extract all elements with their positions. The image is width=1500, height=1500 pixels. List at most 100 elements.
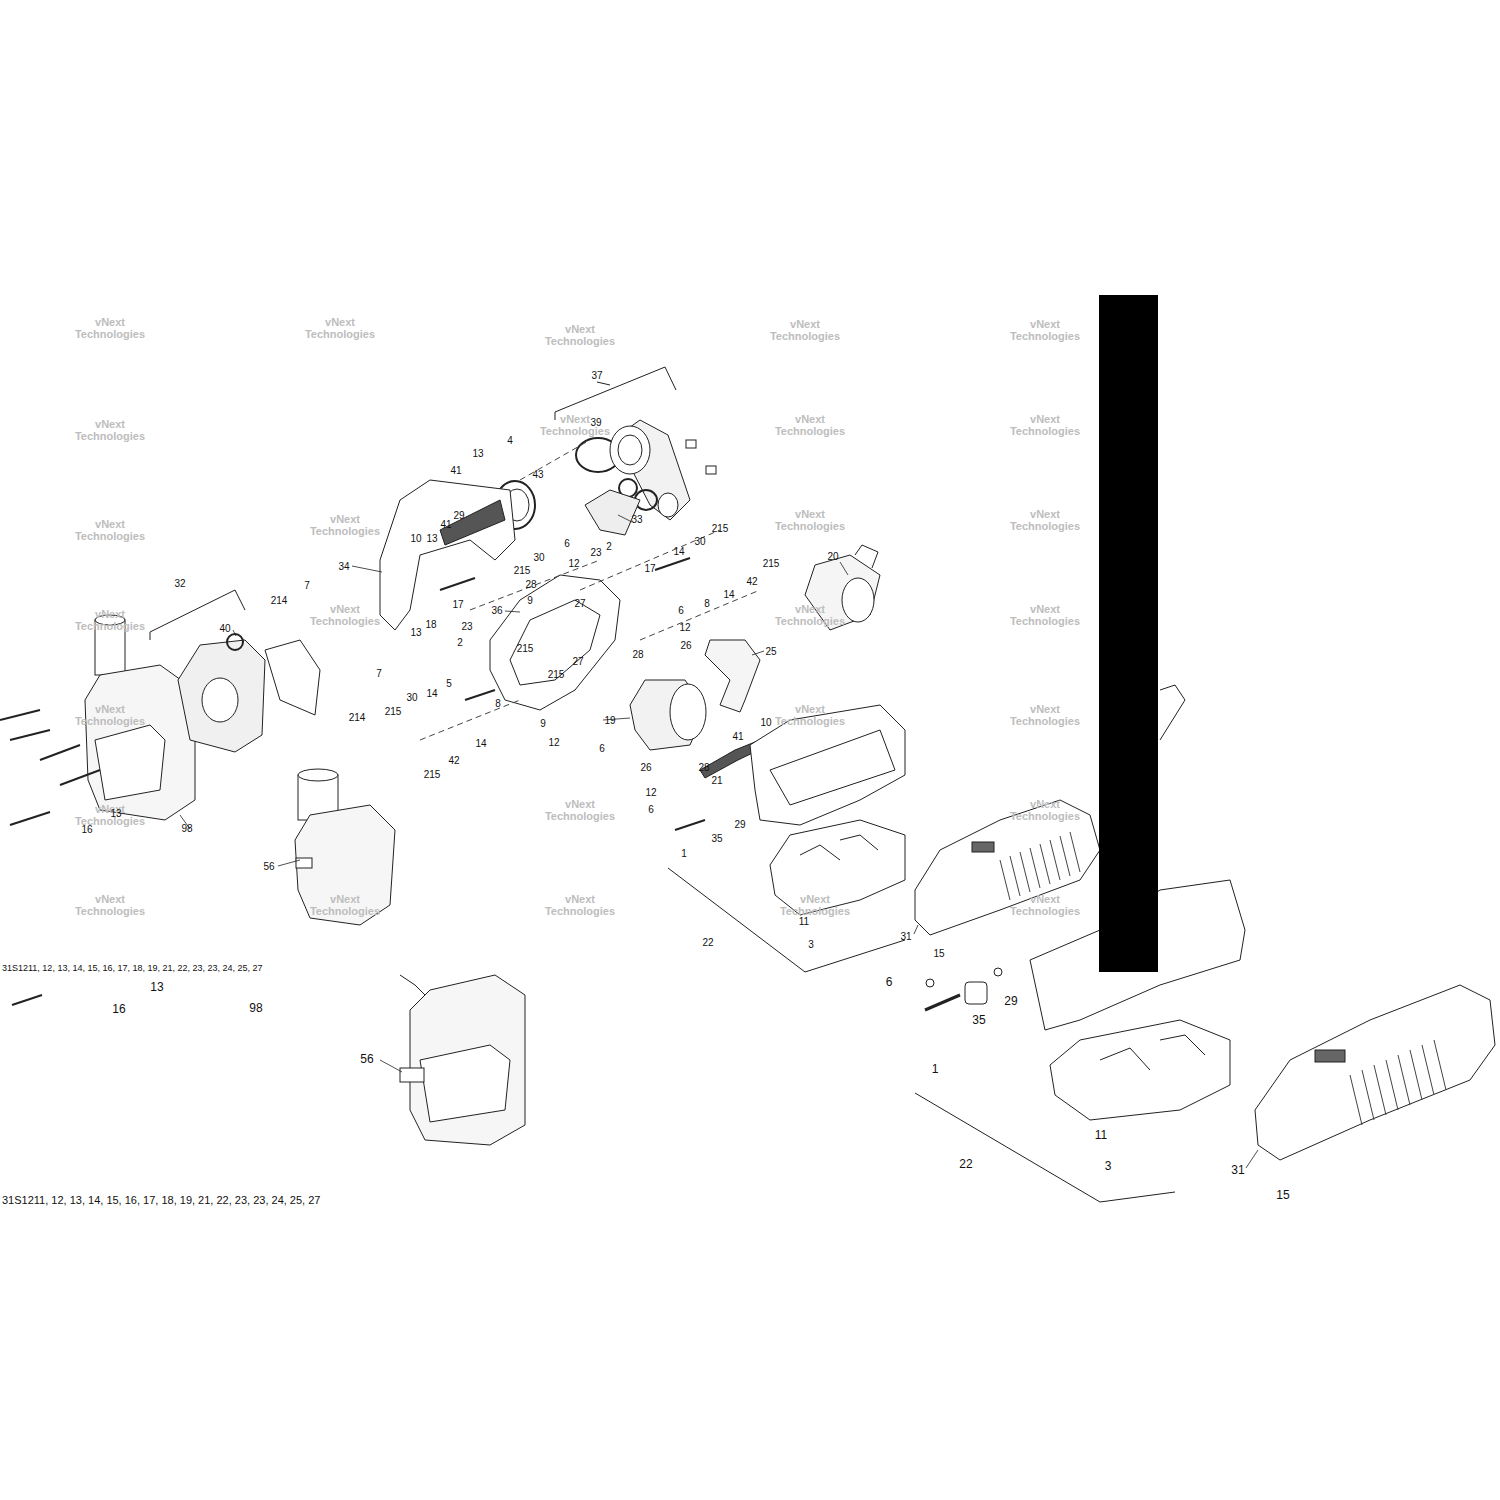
callout-number: 215	[712, 523, 729, 534]
part-outline	[420, 700, 520, 740]
watermark: vNext Technologies	[538, 893, 622, 917]
part-outline	[686, 440, 696, 448]
callout-number: 6	[599, 743, 605, 754]
callout-number: 215	[517, 643, 534, 654]
watermark: vNext Technologies	[768, 703, 852, 727]
part-outline	[400, 1068, 424, 1082]
callout-number: 34	[338, 561, 349, 572]
callout-number: 5	[446, 678, 452, 689]
callout-number: 30	[533, 552, 544, 563]
callout-number: 31	[1231, 1164, 1244, 1177]
callout-number: 23	[461, 621, 472, 632]
callout-number: 33	[631, 514, 642, 525]
callout-number: 215	[548, 669, 565, 680]
part-outline	[915, 1093, 1175, 1202]
callout-number: 3	[1105, 1160, 1112, 1173]
part-outline	[610, 426, 650, 474]
callout-number: 13	[472, 448, 483, 459]
callout-number: 14	[723, 589, 734, 600]
callout-number: 9	[527, 595, 533, 606]
callout-number: 1	[932, 1063, 939, 1076]
black-bar	[1099, 295, 1158, 972]
part-outline	[925, 995, 960, 1010]
callout-number: 12	[568, 558, 579, 569]
part-outline	[1000, 860, 1010, 900]
callout-number: 6	[886, 976, 893, 989]
watermark: vNext Technologies	[303, 893, 387, 917]
watermark: vNext Technologies	[538, 798, 622, 822]
callout-number: 14	[475, 738, 486, 749]
callout-number: 21	[711, 775, 722, 786]
part-outline	[10, 812, 50, 825]
watermark: vNext Technologies	[1003, 893, 1087, 917]
callout-number: 13	[110, 808, 121, 819]
part-outline	[265, 640, 320, 715]
callout-number: 6	[648, 804, 654, 815]
part-outline	[1422, 1045, 1434, 1095]
part-outline	[840, 562, 848, 575]
part-outline	[555, 367, 676, 420]
watermark: vNext Technologies	[1003, 318, 1087, 342]
callout-number: 19	[604, 715, 615, 726]
callout-number: 13	[410, 627, 421, 638]
callout-number: 56	[360, 1053, 373, 1066]
part-outline	[296, 858, 312, 868]
watermark: vNext Technologies	[533, 413, 617, 437]
callout-number: 12	[548, 737, 559, 748]
callout-number: 20	[827, 551, 838, 562]
part-outline	[85, 665, 195, 820]
callout-number: 1	[681, 848, 687, 859]
callout-number: 26	[640, 762, 651, 773]
callout-number: 2	[457, 637, 463, 648]
part-outline	[972, 842, 994, 852]
watermark: vNext Technologies	[303, 513, 387, 537]
callout-number: 6	[564, 538, 570, 549]
part-outline	[675, 820, 705, 830]
part-outline	[295, 805, 395, 925]
part-outline	[1386, 1060, 1398, 1110]
callout-number: 40	[219, 623, 230, 634]
part-outline	[420, 1045, 510, 1122]
part-outline	[618, 435, 642, 465]
part-outline	[505, 611, 520, 612]
part-outline	[1434, 1040, 1446, 1090]
watermark: vNext Technologies	[68, 803, 152, 827]
callout-number: 7	[376, 668, 382, 679]
callout-number: 12	[679, 622, 690, 633]
callout-number: 31	[900, 931, 911, 942]
callout-number: 27	[574, 598, 585, 609]
part-outline	[597, 382, 610, 385]
callout-number: 22	[959, 1158, 972, 1171]
part-outline	[380, 480, 515, 630]
part-outline	[706, 466, 716, 474]
part-outline	[1000, 832, 1080, 900]
part-outline	[585, 490, 640, 535]
callout-number: 25	[765, 646, 776, 657]
watermark: vNext Technologies	[773, 893, 857, 917]
part-outline	[668, 868, 905, 972]
part-outline	[1315, 1050, 1345, 1062]
callout-number: 8	[495, 698, 501, 709]
part-outline	[926, 979, 934, 987]
watermark: vNext Technologies	[768, 603, 852, 627]
part-outline	[1050, 840, 1060, 880]
callout-number: 27	[572, 656, 583, 667]
callout-number: 12	[645, 787, 656, 798]
callout-number: 28	[525, 579, 536, 590]
part-outline	[770, 730, 895, 805]
part-outline	[1160, 685, 1185, 740]
callout-number: 28	[632, 649, 643, 660]
part-outline	[60, 770, 100, 785]
part-outline	[470, 560, 600, 610]
callout-number: 30	[694, 536, 705, 547]
part-outline	[0, 710, 40, 720]
callout-number: 16	[81, 824, 92, 835]
callout-number: 215	[385, 706, 402, 717]
part-list-note: 31S1211, 12, 13, 14, 15, 16, 17, 18, 19,…	[2, 964, 263, 974]
callout-number: 98	[249, 1002, 262, 1015]
callout-number: 17	[644, 563, 655, 574]
callout-number: 42	[746, 576, 757, 587]
part-outline	[520, 440, 590, 480]
part-outline	[1350, 1040, 1446, 1125]
